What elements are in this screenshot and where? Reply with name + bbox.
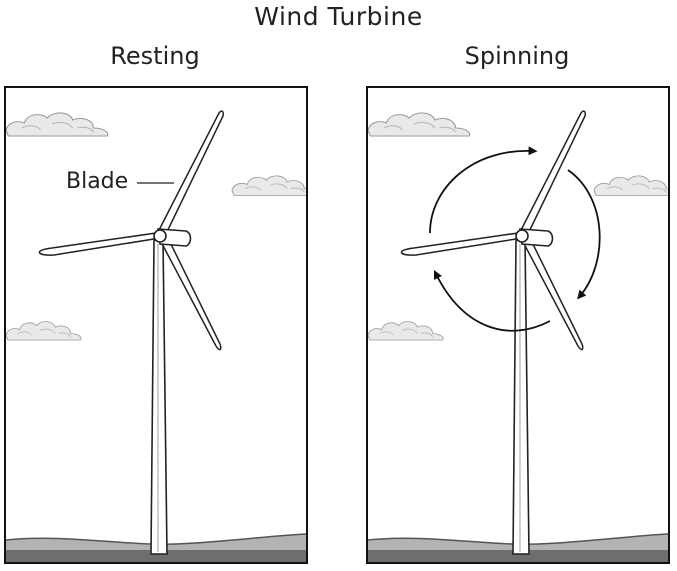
rotation-arrow-icon: [567, 169, 601, 300]
cloud-icon: [6, 321, 82, 341]
rotation-arrow-icon: [433, 269, 551, 332]
spinning-panel: [366, 86, 670, 564]
turbine-nacelle: [153, 228, 192, 247]
turbine-tower: [150, 239, 168, 555]
cloud-icon: [593, 175, 668, 196]
turbine-blades: [400, 110, 586, 351]
cloud-icon: [368, 112, 471, 137]
cloud-icon: [6, 112, 109, 137]
diagram-title: Wind Turbine: [254, 2, 423, 31]
resting-label: Resting: [110, 42, 200, 70]
resting-turbine-illustration: [6, 110, 306, 562]
turbine-nacelle: [515, 228, 554, 247]
cloud-icon: [231, 175, 306, 196]
blade-label: Blade: [66, 169, 129, 194]
rotation-arrow-icon: [429, 146, 538, 234]
turbine-blades: [38, 110, 224, 351]
cloud-icon: [368, 321, 444, 341]
turbine-tower: [512, 239, 530, 555]
spinning-turbine-illustration: [368, 110, 668, 562]
rotation-arrows: [429, 146, 601, 332]
resting-panel: Blade: [4, 86, 308, 564]
spinning-label: Spinning: [464, 42, 570, 70]
